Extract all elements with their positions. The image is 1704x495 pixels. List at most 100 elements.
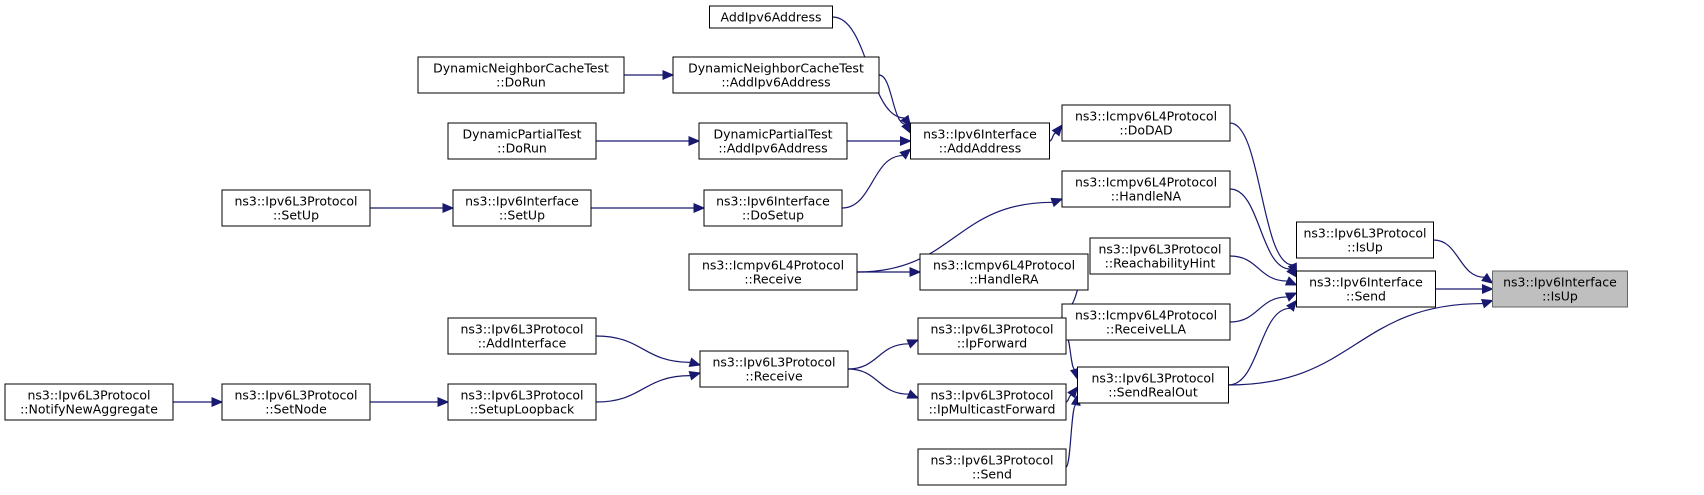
node-label-line: ::HandleNA — [1111, 189, 1182, 204]
node-dosetup[interactable]: ns3::Ipv6Interface::DoSetup — [703, 189, 843, 227]
node-setuploop[interactable]: ns3::Ipv6L3Protocol::SetupLoopback — [447, 383, 597, 421]
node-label-line: ns3::Ipv6L3Protocol — [460, 388, 583, 403]
node-l3send[interactable]: ns3::Ipv6L3Protocol::Send — [917, 448, 1067, 486]
node-label-line: ns3::Ipv6L3Protocol — [712, 355, 835, 370]
edge-icmp-receive-to-handlena — [856, 201, 1053, 273]
node-label-line: AddIpv6Address — [721, 10, 822, 25]
node-box — [1089, 237, 1231, 275]
node-icmp-receive[interactable]: ns3::Icmpv6L4Protocol::Receive — [688, 253, 858, 291]
edge-dnct-add-to-addaddress — [878, 74, 906, 125]
node-label-line: ns3::Ipv6L3Protocol — [234, 194, 357, 209]
arrowhead — [906, 389, 920, 399]
node-label-line: ::Send — [972, 467, 1012, 482]
arrowhead — [1480, 299, 1494, 309]
arrowhead — [1482, 284, 1494, 294]
node-addipv6[interactable]: AddIpv6Address — [709, 5, 833, 29]
node-ipmcast[interactable]: ns3::Ipv6L3Protocol::IpMulticastForward — [917, 383, 1067, 421]
node-box — [688, 253, 858, 291]
node-label-line: ::ReachabilityHint — [1105, 256, 1216, 271]
node-box — [417, 56, 625, 94]
node-label-line: ::IpForward — [957, 336, 1027, 351]
node-l3-setup[interactable]: ns3::Ipv6L3Protocol::SetUp — [221, 189, 371, 227]
node-label-line: ::DoSetup — [742, 208, 804, 223]
arrowhead — [688, 357, 702, 367]
node-label-line: ::SetUp — [499, 208, 545, 223]
node-reachhint[interactable]: ns3::Ipv6L3Protocol::ReachabilityHint — [1089, 237, 1231, 275]
arrowhead — [688, 136, 701, 146]
node-box — [1077, 366, 1229, 404]
node-if-setup[interactable]: ns3::Ipv6Interface::SetUp — [452, 189, 592, 227]
arrowhead — [1284, 292, 1298, 302]
node-label-line: ::NotifyNewAggregate — [20, 402, 158, 417]
node-box — [698, 122, 848, 160]
node-label-line: DynamicNeighborCacheTest — [688, 61, 864, 76]
edge-ipforward-to-sendrealout — [1065, 335, 1076, 371]
arrowhead — [1051, 124, 1063, 137]
node-label-line: ::SetUp — [273, 208, 319, 223]
arrowhead — [1067, 386, 1079, 399]
edge-setuploop-to-l3-receive — [595, 375, 691, 403]
node-label-line: ::AddAddress — [939, 141, 1021, 156]
arrowhead — [437, 397, 450, 407]
node-label-line: DynamicPartialTest — [713, 127, 832, 142]
node-label-line: ns3::Icmpv6L4Protocol — [1075, 308, 1217, 323]
node-send[interactable]: ns3::Ipv6Interface::Send — [1296, 270, 1436, 308]
node-label-line: ::HandleRA — [969, 272, 1039, 287]
nodes-layer: ns3::Ipv6Interface::IsUpns3::Ipv6L3Proto… — [4, 5, 1628, 486]
arrowhead — [909, 267, 922, 277]
node-label-line: ::IsUp — [1347, 240, 1383, 255]
node-box — [1061, 104, 1231, 142]
node-label-line: ns3::Ipv6L3Protocol — [27, 388, 150, 403]
node-dpt-add[interactable]: DynamicPartialTest::AddIpv6Address — [698, 122, 848, 160]
node-dnct-run[interactable]: DynamicNeighborCacheTest::DoRun — [417, 56, 625, 94]
node-label-line: ns3::Ipv6L3Protocol — [930, 453, 1053, 468]
node-handlena[interactable]: ns3::Icmpv6L4Protocol::HandleNA — [1061, 170, 1231, 208]
node-ipforward[interactable]: ns3::Ipv6L3Protocol::IpForward — [917, 317, 1067, 355]
node-label-line: DynamicPartialTest — [462, 127, 581, 142]
node-l3-receive[interactable]: ns3::Ipv6L3Protocol::Receive — [699, 350, 849, 388]
node-label-line: ::DoDAD — [1119, 123, 1172, 138]
node-label-line: ::AddIpv6Address — [721, 75, 830, 90]
arrowhead — [899, 148, 912, 160]
node-label-line: ns3::Ipv6L3Protocol — [1091, 371, 1214, 386]
node-box — [917, 317, 1067, 355]
arrowhead — [442, 203, 455, 213]
node-l3-isup[interactable]: ns3::Ipv6L3Protocol::IsUp — [1296, 221, 1434, 259]
edge-reachhint-to-send — [1229, 255, 1288, 282]
node-dodad[interactable]: ns3::Icmpv6L4Protocol::DoDAD — [1061, 104, 1231, 142]
node-setnode[interactable]: ns3::Ipv6L3Protocol::SetNode — [221, 383, 371, 421]
node-handlera[interactable]: ns3::Icmpv6L4Protocol::HandleRA — [919, 253, 1089, 291]
node-label-line: ns3::Icmpv6L4Protocol — [1075, 175, 1217, 190]
node-addaddress[interactable]: ns3::Ipv6Interface::AddAddress — [910, 122, 1050, 160]
node-sendrealout[interactable]: ns3::Ipv6L3Protocol::SendRealOut — [1077, 366, 1229, 404]
node-isup[interactable]: ns3::Ipv6Interface::IsUp — [1492, 270, 1628, 308]
node-box — [703, 189, 843, 227]
node-label-line: ::SendRealOut — [1108, 385, 1198, 400]
edge-addaddress-to-dodad — [1049, 132, 1056, 142]
node-box — [452, 189, 592, 227]
node-box — [910, 122, 1050, 160]
node-label-line: ::Receive — [745, 369, 803, 384]
node-dpt-run[interactable]: DynamicPartialTest::DoRun — [447, 122, 597, 160]
node-box — [447, 122, 597, 160]
node-receivella[interactable]: ns3::Icmpv6L4Protocol::ReceiveLLA — [1061, 303, 1231, 341]
node-label-line: ns3::Ipv6L3Protocol — [1098, 242, 1221, 257]
node-box — [1296, 270, 1436, 308]
node-label-line: ::DoRun — [497, 141, 547, 156]
node-label-line: ns3::Ipv6L3Protocol — [930, 322, 1053, 337]
node-label-line: ns3::Ipv6L3Protocol — [460, 322, 583, 337]
node-box — [1061, 303, 1231, 341]
node-label-line: DynamicNeighborCacheTest — [433, 61, 609, 76]
node-box — [221, 189, 371, 227]
node-label-line: ns3::Icmpv6L4Protocol — [933, 258, 1075, 273]
arrowhead — [662, 70, 675, 80]
node-addiface[interactable]: ns3::Ipv6L3Protocol::AddInterface — [447, 317, 597, 355]
node-label-line: ::IsUp — [1542, 289, 1578, 304]
node-box — [1061, 170, 1231, 208]
node-dnct-add[interactable]: DynamicNeighborCacheTest::AddIpv6Address — [672, 56, 880, 94]
node-label-line: ::SetupLoopback — [470, 402, 575, 417]
node-notifyagg[interactable]: ns3::Ipv6L3Protocol::NotifyNewAggregate — [4, 383, 174, 421]
edge-l3-isup-to-isup — [1433, 239, 1485, 278]
node-label-line: ::ReceiveLLA — [1106, 322, 1187, 337]
arrowhead — [1286, 265, 1298, 279]
